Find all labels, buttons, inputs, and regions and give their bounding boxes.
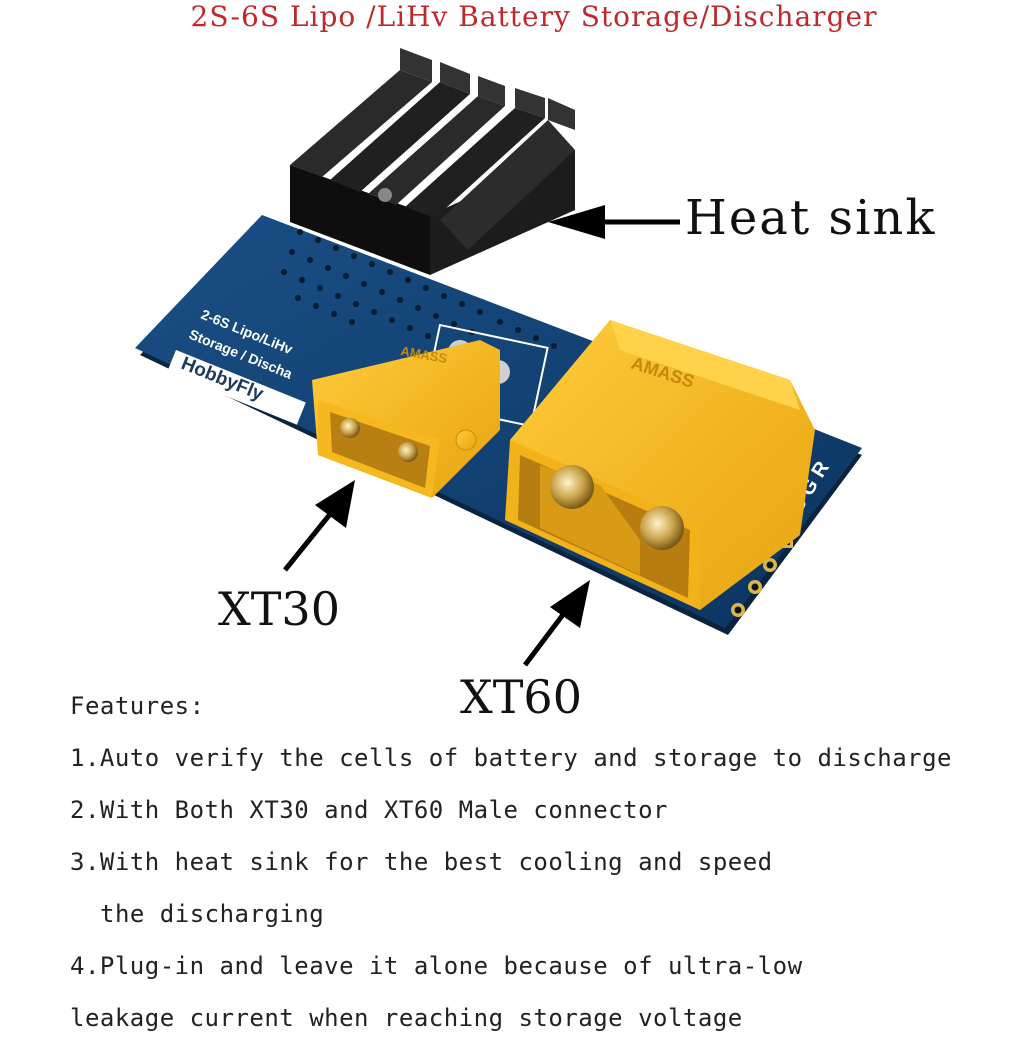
xt60-connector: AMASS [505,320,815,610]
xt30-arrow [283,480,355,572]
via-holes [281,229,557,349]
xt30-connector: AMASS [312,340,500,498]
feature-item: 3.With heat sink for the best cooling an… [70,848,773,876]
feature-item: 1.Auto verify the cells of battery and s… [70,744,953,772]
feature-item: 4.Plug-in and leave it alone because of … [70,952,803,980]
features-list: Features: 1.Auto verify the cells of bat… [70,680,1010,1044]
feature-item-continuation: the discharging [100,900,325,928]
xt60-arrow [523,580,590,667]
feature-item: 2.With Both XT30 and XT60 Male connector [70,796,668,824]
heat-sink [290,48,575,275]
xt30-label: XT30 [218,582,340,636]
xt60-label: XT60 [460,670,582,724]
features-heading: Features: [70,692,205,720]
page-title: 2S-6S Lipo /LiHv Battery Storage/Dischar… [190,0,878,33]
feature-item-continuation: leakage current when reaching storage vo… [70,1004,743,1032]
brand-badge [167,350,306,425]
product-photo: 2-6S Lipo/LiHv Storage / Discha HobbyFly… [135,48,862,667]
heat-sink-label: Heat sink [685,190,937,246]
heat-sink-arrow [548,205,680,239]
